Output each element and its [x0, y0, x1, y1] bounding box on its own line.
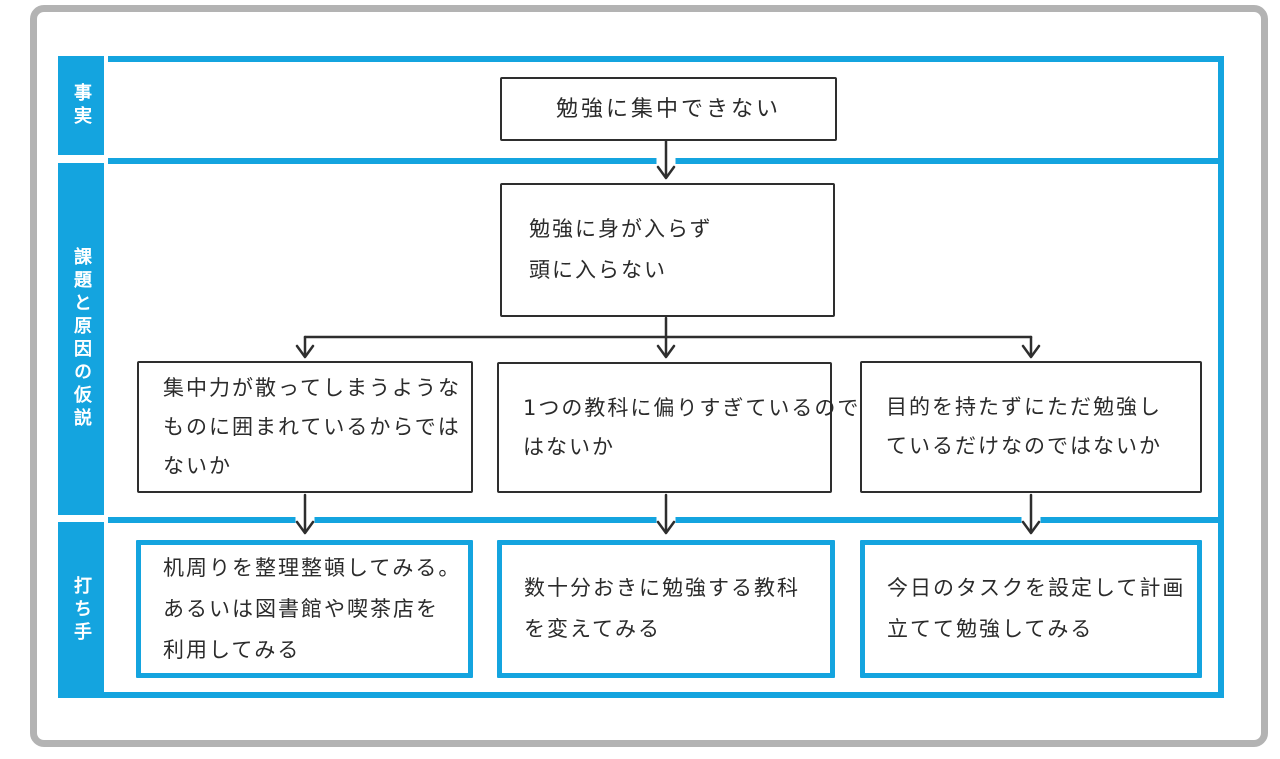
hypothesis-1-line3: ないか [163, 453, 232, 478]
sidebar-label-fact: 事実 [58, 56, 104, 155]
action-1-line3: 利用してみる [163, 637, 301, 662]
action-3-line1: 今日のタスクを設定して計画 [887, 576, 1186, 600]
hypothesis-box-2: 1つの教科に偏りすぎているので はないか [497, 362, 861, 493]
hypothesis-3-line2: ているだけなのではないか [886, 434, 1162, 458]
problem-box: 勉強に身が入らず 頭に入らない [500, 183, 835, 317]
section-divider-1 [108, 158, 1224, 164]
hypothesis-3-line1: 目的を持たずにただ勉強し [886, 395, 1162, 419]
hypothesis-box-1: 集中力が散ってしまうような ものに囲まれているからでは ないか [137, 361, 473, 493]
frame-bottom-bar [104, 692, 1224, 698]
action-box-1: 机周りを整理整頓してみる。 あるいは図書館や喫茶店を 利用してみる [136, 540, 473, 678]
sidebar-label-hypothesis: 課題と原因の仮説 [58, 163, 104, 515]
hypothesis-1-line1: 集中力が散ってしまうような [163, 375, 461, 400]
action-1-line2: あるいは図書館や喫茶店を [163, 596, 439, 621]
fact-text: 勉強に集中できない [555, 96, 781, 122]
section-divider-2 [108, 517, 1224, 523]
fact-box: 勉強に集中できない [500, 77, 837, 141]
sidebar-label-action-text: 打ち手 [71, 575, 92, 645]
action-3-line2: 立てて勉強してみる [887, 617, 1094, 641]
hypothesis-1-line2: ものに囲まれているからでは [163, 414, 461, 439]
page-border-frame [30, 5, 1268, 747]
sidebar-label-action: 打ち手 [58, 522, 104, 698]
frame-top-bar [108, 56, 1224, 62]
hypothesis-2-line2: はないか [523, 434, 615, 459]
hypothesis-box-3: 目的を持たずにただ勉強し ているだけなのではないか [860, 361, 1202, 493]
action-box-3: 今日のタスクを設定して計画 立てて勉強してみる [860, 540, 1202, 678]
frame-right-bar [1218, 56, 1224, 698]
action-2-line1: 数十分おきに勉強する教科 [524, 576, 800, 600]
problem-text-line2: 頭に入らない [529, 258, 667, 282]
sidebar-label-fact-text: 事実 [71, 82, 92, 129]
action-1-line1: 机周りを整理整頓してみる。 [163, 555, 462, 580]
sidebar-label-hypothesis-text: 課題と原因の仮説 [71, 247, 92, 431]
action-2-line2: を変えてみる [524, 617, 661, 641]
action-box-2: 数十分おきに勉強する教科 を変えてみる [497, 540, 835, 678]
hypothesis-2-line1: 1つの教科に偏りすぎているので [523, 395, 861, 420]
problem-text-line1: 勉強に身が入らず [529, 217, 713, 241]
